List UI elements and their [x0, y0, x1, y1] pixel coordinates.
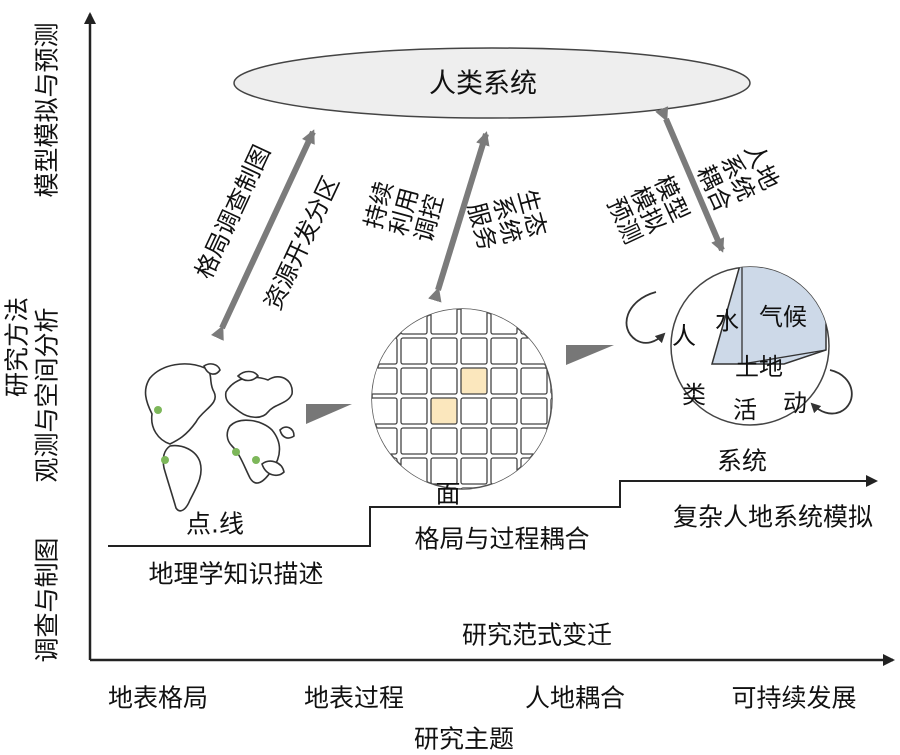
globe-cell: [372, 487, 398, 489]
sphere-human-3: 活: [733, 396, 757, 424]
globe-cell: [460, 427, 488, 455]
globe-cell: [372, 457, 398, 485]
globe-cell: [460, 337, 488, 365]
globe-cell: [520, 427, 548, 455]
globe-cell: [550, 367, 552, 395]
globe-cell: [490, 367, 518, 395]
sphere-human-2: 类: [682, 381, 706, 409]
globe-cell: [372, 367, 398, 395]
globe-cell: [550, 487, 552, 489]
globe-cell: [372, 427, 398, 455]
mid-double-arrow: [428, 131, 490, 303]
stage1-bottom: 地理学知识描述: [148, 559, 324, 589]
globe-cell: [490, 337, 518, 365]
stage2-top: 面: [435, 479, 461, 509]
globe-cell: [460, 487, 488, 489]
globe-cell: [400, 397, 428, 425]
world-map: [144, 363, 295, 512]
globe-cell: [372, 337, 398, 365]
stage-arrow-1: [306, 404, 352, 424]
paradigm-step-line: [108, 475, 878, 547]
globe-cell: [550, 309, 552, 335]
globe-cell: [520, 397, 548, 425]
y-axis-title: 研究方法: [2, 296, 32, 398]
x-axis-title: 研究主题: [413, 724, 515, 754]
globe-cell: [430, 457, 458, 485]
globe-cell: [400, 427, 428, 455]
globe-cell: [400, 487, 428, 489]
stage3-bottom: 复杂人地系统模拟: [672, 502, 874, 532]
stage3-top: 系统: [716, 446, 768, 476]
curl-arrow-left: [625, 291, 666, 344]
grid-globe: [371, 308, 553, 490]
paradigm-label: 研究范式变迁: [461, 620, 613, 650]
stage-arrow-2: [566, 345, 614, 365]
y-level-observation: 观测与空间分析: [32, 307, 62, 483]
x-cat-sustainable: 可持续发展: [731, 683, 857, 713]
y-level-survey: 调查与制图: [32, 537, 62, 663]
globe-cell: [550, 397, 552, 425]
globe-cell: [520, 337, 548, 365]
system-sphere: [625, 266, 853, 426]
globe-cell: [490, 397, 518, 425]
globe-cell: [490, 309, 518, 335]
globe-cell: [520, 309, 548, 335]
globe-cell: [490, 457, 518, 485]
globe-cell: [400, 309, 428, 335]
x-cat-process: 地表过程: [303, 683, 405, 713]
globe-cell: [460, 457, 488, 485]
globe-cell: [550, 457, 552, 485]
globe-cell: [520, 457, 548, 485]
globe-cell: [520, 367, 548, 395]
globe-cell: [490, 427, 518, 455]
stage2-bottom: 格局与过程耦合: [414, 524, 590, 554]
left-double-arrow: [211, 129, 316, 341]
globe-cell: [460, 367, 488, 395]
globe-cell: [550, 427, 552, 455]
globe-cell: [372, 397, 398, 425]
sphere-land: 土地: [735, 353, 783, 381]
globe-cell: [430, 427, 458, 455]
map-dots: [154, 406, 260, 464]
sphere-climate: 气候: [759, 303, 807, 331]
sphere-human-1: 人: [672, 322, 696, 350]
stage1-top: 点.线: [186, 509, 244, 539]
x-cat-coupling: 人地耦合: [524, 683, 626, 713]
globe-cell: [460, 309, 488, 335]
curl-arrow-right: [810, 369, 853, 415]
globe-cell: [430, 367, 458, 395]
sphere-human-4: 动: [783, 389, 807, 417]
globe-cell: [490, 487, 518, 489]
globe-cell: [400, 457, 428, 485]
globe-cell: [400, 367, 428, 395]
globe-cell: [460, 397, 488, 425]
sphere-water: 水: [715, 307, 739, 335]
globe-cell: [430, 337, 458, 365]
globe-cell: [520, 487, 548, 489]
globe-cell: [430, 309, 458, 335]
right-double-arrow: [655, 106, 725, 253]
human-system-ellipse: [233, 47, 751, 119]
y-level-model: 模型模拟与预测: [32, 22, 62, 198]
x-cat-pattern: 地表格局: [107, 683, 209, 713]
human-system-label: 人类系统: [429, 68, 537, 100]
globe-cell: [430, 397, 458, 425]
globe-cell: [372, 309, 398, 335]
globe-cell: [400, 337, 428, 365]
